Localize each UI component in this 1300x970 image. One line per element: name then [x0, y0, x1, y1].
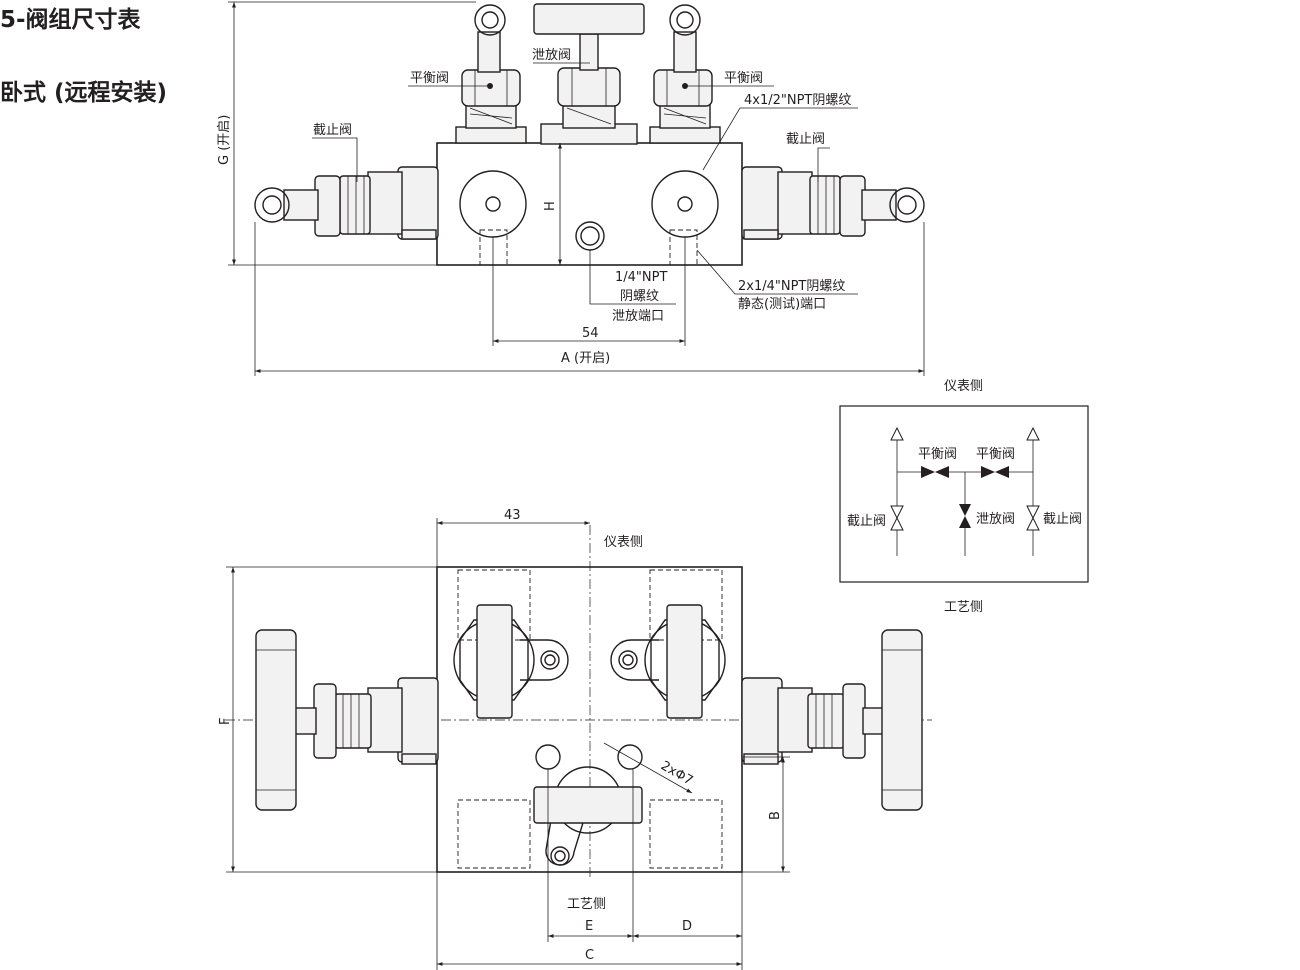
label-dim-A: A (开启): [561, 351, 610, 366]
top-view-valve-left: [453, 604, 569, 719]
label-balance-valve-left: 平衡阀: [410, 71, 449, 86]
label-block-valve-right: 截止阀: [786, 132, 825, 147]
balance-valve-right-drawing: [649, 4, 721, 144]
label-vent-valve: 泄放阀: [532, 48, 571, 63]
label-dim-C: C: [585, 948, 594, 963]
front-view: 平衡阀 平衡阀 泄放阀 截止阀 截止阀 4x1/2"NPT阴螺纹 1/4"NPT…: [217, 1, 925, 376]
page-title: 5-阀组尺寸表: [0, 7, 141, 33]
block-valve-right-drawing: [741, 166, 925, 240]
label-static-port-2: 静态(测试)端口: [738, 297, 826, 312]
label-dim-H: H: [543, 201, 558, 211]
port-left-center: [485, 196, 501, 212]
block-valve-left-drawing: [254, 166, 439, 240]
label-dim-E: E: [585, 919, 593, 934]
mount-hole-right: [617, 744, 643, 770]
schematic-balance-right: 平衡阀: [976, 447, 1015, 462]
label-vent-port-2: 阴螺纹: [620, 289, 659, 304]
page-subtitle: 卧式 (远程安装): [0, 80, 168, 106]
label-npt-top: 4x1/2"NPT阴螺纹: [744, 93, 851, 108]
valve-schematic: 仪表侧 工艺侧 平衡阀 平衡阀 截止阀 截止阀 泄放阀: [839, 379, 1089, 615]
top-view-block-left: [255, 629, 439, 811]
schematic-block-right: 截止阀: [1043, 512, 1082, 527]
label-process-side: 工艺侧: [567, 897, 606, 912]
label-dim-B: B: [768, 811, 783, 820]
port-right-center: [677, 196, 693, 212]
label-dim-43: 43: [504, 508, 521, 523]
static-port-hidden-right: [669, 229, 698, 266]
static-port-hidden-left: [479, 229, 508, 266]
label-vent-port-3: 泄放端口: [612, 309, 664, 324]
top-view: 43 仪表侧 工艺侧 F B E D C 2xΦ7: [218, 508, 932, 970]
top-view-block-right: [741, 629, 923, 811]
vent-port-inner: [580, 226, 600, 246]
label-block-valve-left: 截止阀: [313, 123, 352, 138]
vent-valve-drawing: [533, 3, 645, 145]
label-balance-valve-right: 平衡阀: [724, 71, 763, 86]
top-view-valve-right: [610, 604, 726, 719]
manifold-body-front: [436, 142, 743, 266]
schematic-balance-left: 平衡阀: [918, 447, 957, 462]
label-dim-54: 54: [582, 326, 599, 341]
label-vent-port-1: 1/4"NPT: [615, 270, 667, 285]
label-dim-F: F: [218, 718, 233, 725]
schematic-process-side: 工艺侧: [944, 600, 983, 615]
schematic-block-left: 截止阀: [847, 514, 886, 529]
label-dim-D: D: [682, 919, 692, 934]
schematic-vent: 泄放阀: [976, 512, 1015, 527]
schematic-instrument-side: 仪表侧: [944, 379, 983, 394]
top-view-vent-valve: [533, 766, 643, 866]
label-static-port-1: 2x1/4"NPT阴螺纹: [738, 279, 845, 294]
label-dim-G: G (开启): [217, 115, 232, 165]
label-instrument-side: 仪表侧: [604, 535, 643, 550]
balance-valve-left-drawing: [455, 4, 527, 144]
front-leaders: [312, 62, 858, 305]
schematic-frame: [839, 405, 1089, 583]
